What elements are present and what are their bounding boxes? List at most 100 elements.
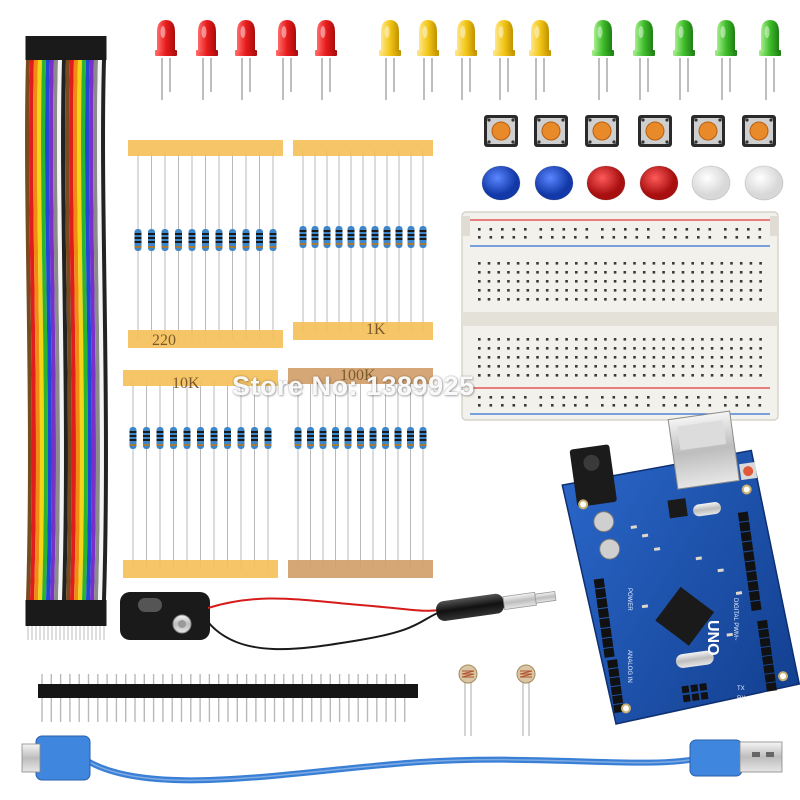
pushbutton-actuator [541,121,561,141]
resistor-band [134,246,142,248]
resistor-band [307,444,314,446]
breadboard-hole [633,365,636,368]
breadboard-hole [584,356,588,359]
breadboard-hole [633,298,636,301]
pushbutton-corner [665,140,669,144]
resistor-band [299,230,307,232]
resistor-band [307,439,314,441]
battery-clip-icon [120,592,441,651]
pushbutton-corner [718,140,722,144]
header-pin [759,637,771,648]
led-highlight [240,26,246,38]
led-highlight [597,26,603,38]
store-watermark: Store No: 1389925 [232,371,475,401]
breadboard-hole [708,396,712,399]
resistor-band [224,435,231,437]
breadboard-hole [624,236,627,239]
resistor-band [188,241,196,243]
jumper-wire-body [73,59,80,601]
header-pin [765,682,777,692]
breadboard-hole [747,396,750,399]
mounting-hole [620,703,631,714]
led-highlight [384,26,390,38]
usb-a-plug-body [689,739,743,777]
resistor-icon [383,226,391,248]
resistor-band [156,431,164,433]
resistor-band [269,237,277,239]
breadboard-hole [724,404,727,407]
breadboard-hole [584,280,588,283]
breadboard-hole [691,289,694,292]
pushbutton-icon [484,115,518,147]
breadboard-hole [758,236,762,239]
breadboard-hole [594,338,597,341]
led-body [594,20,612,52]
photoresistor-icon [516,664,536,736]
breadboard-clip [462,216,470,236]
resistor-band [323,234,331,236]
breadboard-hole [672,289,675,292]
breadboard-hole [555,374,559,377]
breadboard-hole [507,262,510,265]
breadboard-hole [759,280,762,283]
jumper-connector [53,600,59,626]
breadboard-hole [681,347,685,350]
breadboard-hole [526,289,530,292]
breadboard-hole [749,365,753,368]
led-icon [633,20,655,100]
breadboard-hole [585,228,589,231]
jumper-wire-body [93,59,100,601]
breadboard-hole [501,236,504,239]
breadboard-hole [642,374,646,377]
breadboard-hole [710,289,714,292]
breadboard-hole [526,338,530,341]
resistor-band [294,439,302,441]
breadboard-hole [710,298,714,301]
pin-headers [593,511,777,714]
breadboard-hole [691,356,694,359]
jumper-wire [45,36,52,640]
resistor-band [134,233,142,235]
jumper-connector [93,600,99,626]
breadboard-hole [697,404,700,407]
breadboard-hole [489,236,493,239]
resistor-band [407,238,415,240]
breadboard-hole [633,271,636,274]
breadboard-hole [478,236,481,239]
button-cap-icon [586,165,626,201]
led-body [635,20,653,52]
breadboard-hole [642,338,646,341]
breadboard-hole [512,396,516,399]
resistor-icon [197,427,204,449]
resistor-icon [395,226,403,248]
usb-b-port [667,410,740,490]
led-body [495,20,513,52]
jumper-wire [81,36,88,640]
header-pin [609,676,621,687]
breadboard-hole [604,374,607,377]
breadboard-hole [758,396,762,399]
breadboard-hole [497,374,500,377]
jumper-connector [81,36,87,60]
resistor-band [344,431,352,433]
header-pin [742,541,754,552]
resistor-band [161,233,169,235]
battery-clip-body [120,592,210,640]
led-icon [417,20,439,100]
jumper-wire-body [65,59,72,601]
breadboard-hole [613,347,617,350]
usb-a-slot [752,752,760,757]
resistor-band [419,431,427,433]
breadboard-hole [575,365,578,368]
resistor-band [332,439,339,441]
board-analog-label: ANALOG IN [626,650,632,683]
resistor-band [383,243,391,245]
breadboard-hole [759,289,762,292]
resistor-icon [347,226,355,248]
breadboard-hole [487,374,491,377]
breadboard-hole [681,271,685,274]
breadboard-hole [501,396,504,399]
breadboard-hole [747,236,750,239]
breadboard-hole [701,374,704,377]
